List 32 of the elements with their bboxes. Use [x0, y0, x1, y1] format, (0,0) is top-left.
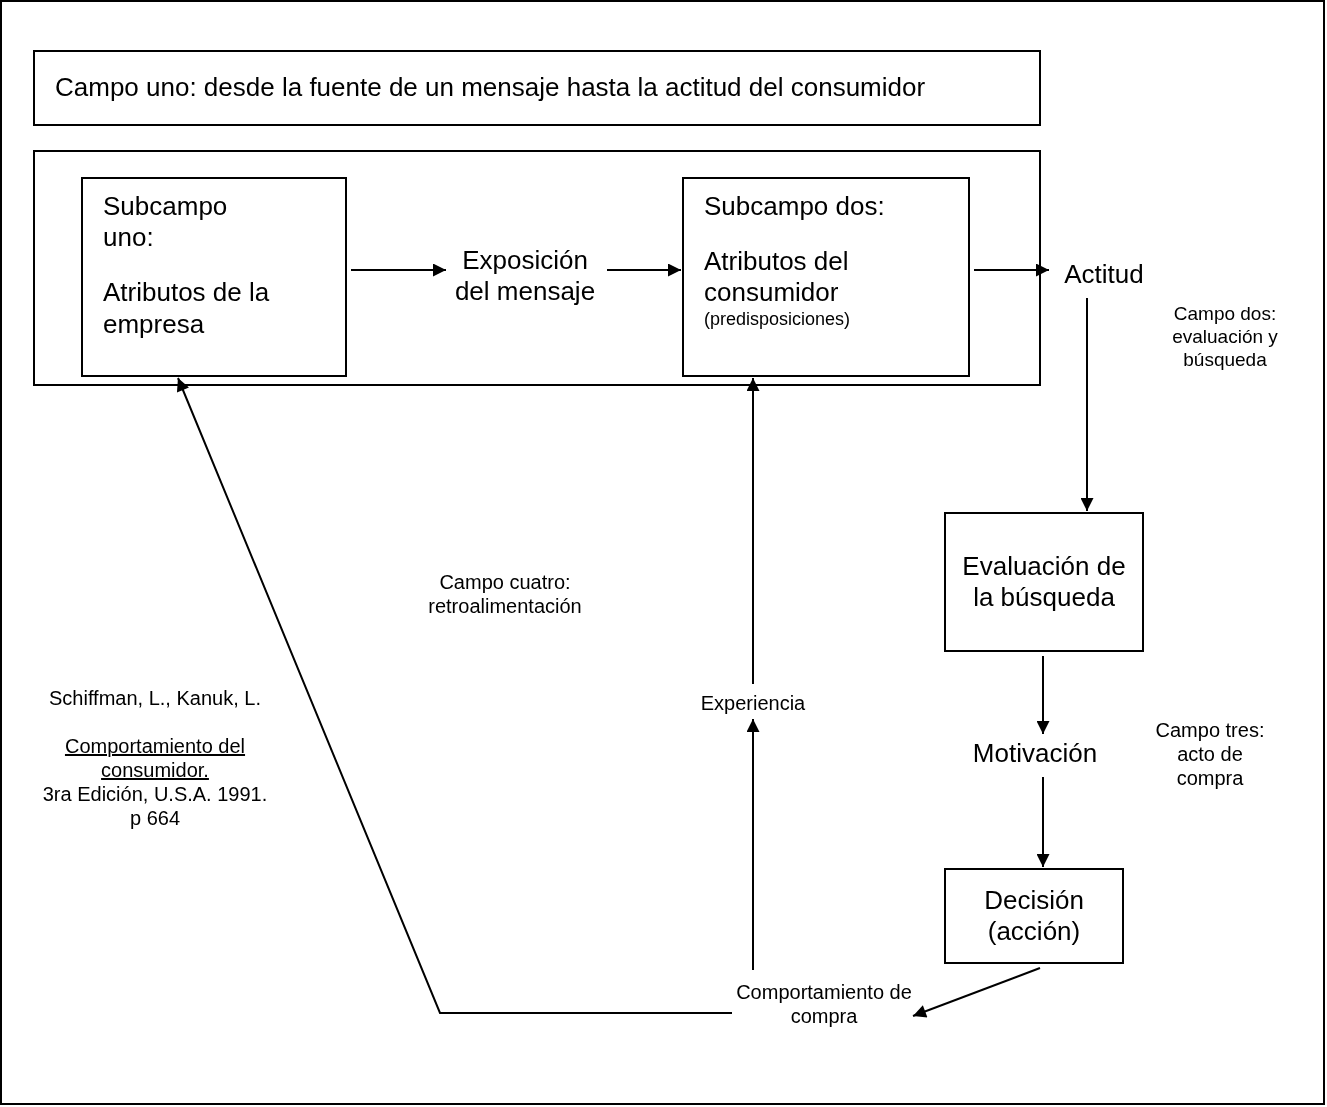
citation-text: Schiffman, L., Kanuk, L.: [48, 686, 262, 710]
node-heading: Subcampo dos:: [704, 191, 885, 223]
arrow: [1080, 297, 1094, 512]
group-frame: [33, 150, 1041, 386]
process-box: Campo uno: desde la fuente de un mensaje hasta la actitud del consumidor: [33, 50, 1041, 126]
citation-text: 3ra Edición, U.S.A. 1991. p 664: [41, 782, 269, 830]
field-label: Campo cuatro: retroalimentación: [427, 570, 583, 618]
arrow: [746, 377, 760, 685]
process-box: [81, 177, 347, 377]
node-text: Comportamiento de compra: [736, 974, 912, 1034]
process-box: Evaluación de la búsqueda: [944, 512, 1144, 652]
arrow: [912, 967, 1041, 1018]
node-heading: Subcampo uno:: [103, 191, 229, 254]
node-text: Atributos de la empresa: [103, 277, 271, 340]
process-box: Decisión (acción): [944, 868, 1124, 964]
node-text: (predisposiciones): [704, 308, 851, 331]
node-text: Atributos del consumidor: [704, 246, 850, 309]
node-text: Experiencia: [672, 688, 834, 718]
arrow: [350, 263, 447, 277]
arrow: [1036, 776, 1050, 868]
arrow: [973, 263, 1050, 277]
arrow: [746, 718, 760, 971]
node-text: Exposición del mensaje: [447, 234, 603, 318]
field-label: Campo tres: acto de compra: [1154, 718, 1266, 790]
arrow: [606, 263, 682, 277]
field-label: Campo dos: evaluación y búsqueda: [1171, 303, 1279, 372]
node-text: Motivación: [950, 735, 1120, 773]
book-title: Comportamiento del consumidor.: [63, 734, 247, 782]
arrow: [176, 377, 733, 1014]
process-box: [682, 177, 970, 377]
node-text: Actitud: [1050, 256, 1158, 294]
arrow: [1036, 655, 1050, 735]
